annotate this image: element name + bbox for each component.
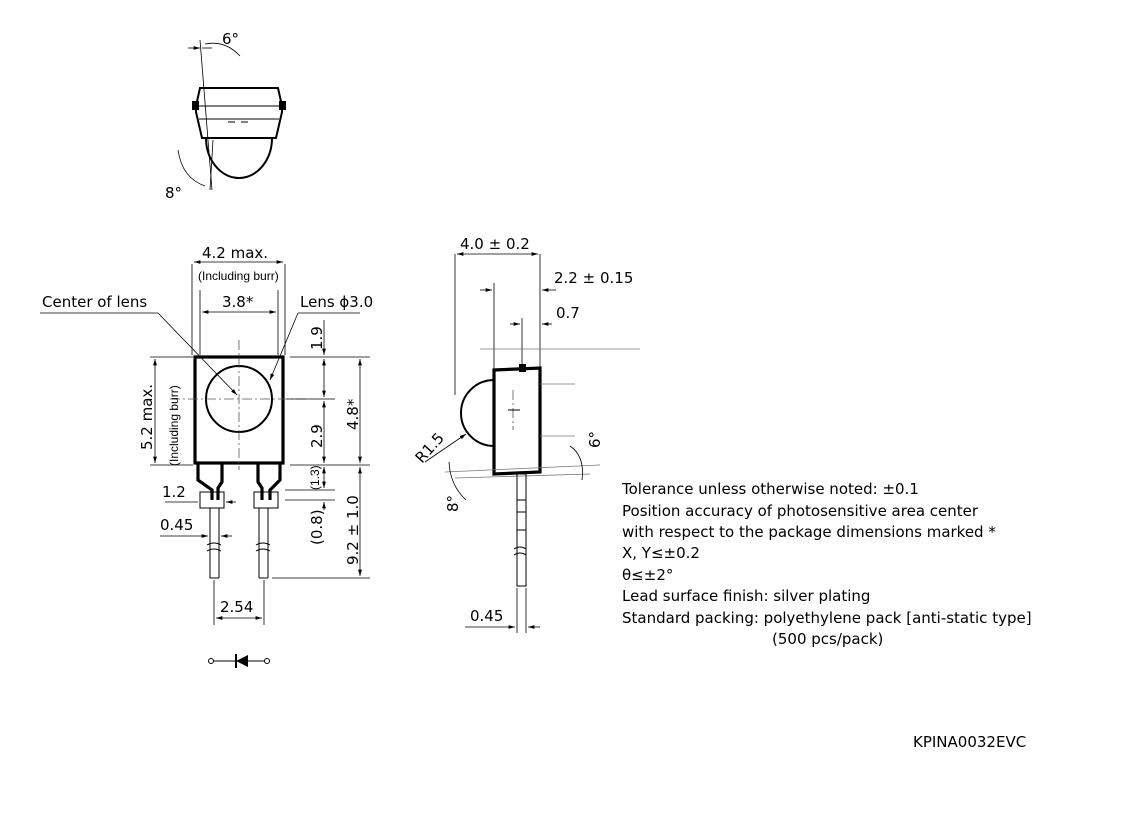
width-inner-label: 3.8* [222,293,254,311]
top-view: 6° 8° [165,30,286,202]
notes-block: Tolerance unless otherwise noted: ±0.1 P… [621,480,1032,648]
dim-0-8: (0.8) [308,509,326,545]
width-burr-note: (Including burr) [198,269,279,283]
center-of-lens-label: Center of lens [42,293,147,311]
dim-1-9: 1.9 [308,326,326,350]
lead-label: 0.45 [470,607,503,625]
side-angle-6: 6° [586,431,604,448]
note-line: θ≤±2° [622,566,673,584]
pitch-label: 2.54 [220,598,253,616]
note-line: (500 pcs/pack) [772,630,883,648]
top-angle-8: 8° [165,184,182,202]
front-view: 4.2 max. (Including burr) 3.8* Center of… [40,244,373,668]
note-line: Position accuracy of photosensitive area… [622,502,979,520]
note-line: with respect to the package dimensions m… [622,523,996,541]
note-line: Standard packing: polyethylene pack [ant… [622,609,1032,627]
dim-9-2: 9.2 ± 1.0 [344,495,362,565]
dim-1-3: (1.3) [308,465,322,490]
note-line: X, Y≤±0.2 [622,544,700,562]
dim-4-8: 4.8* [344,398,362,430]
height-burr-note: (Including burr) [167,385,181,466]
width-max-label: 4.2 max. [202,244,268,262]
lens-label: Lens ϕ3.0 [300,293,373,311]
dim-1-2: 1.2 [162,483,186,501]
drawing-code: KPINA0032EVC [913,733,1026,751]
dim-0-45: 0.45 [160,516,193,534]
note-line: Lead surface finish: silver plating [622,587,870,605]
side-angle-8: 8° [444,495,462,512]
height-max-label: 5.2 max. [138,384,156,450]
radius-label: R1.5 [412,429,448,467]
dim-2-9: 2.9 [308,424,326,448]
diode-symbol-icon [208,654,270,668]
depth-label: 4.0 ± 0.2 [460,235,530,253]
flange-label: 0.7 [556,304,580,322]
note-line: Tolerance unless otherwise noted: ±0.1 [621,480,919,498]
side-view: 4.0 ± 0.2 2.2 ± 0.15 0.7 R1.5 6° 8° [412,235,640,633]
top-angle-6: 6° [222,30,239,48]
lens-offset-label: 2.2 ± 0.15 [554,269,633,287]
